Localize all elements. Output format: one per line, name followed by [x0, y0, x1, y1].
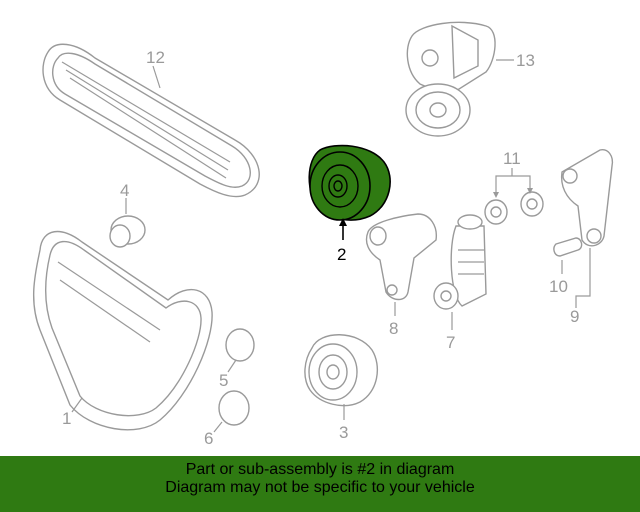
callout-6: 6: [204, 429, 213, 448]
callout-4: 4: [120, 181, 129, 200]
banner-line-2: Diagram may not be specific to your vehi…: [165, 479, 475, 496]
cover-5: [225, 328, 255, 362]
pulley-3: [304, 334, 379, 407]
damper-7: [433, 214, 487, 310]
bracket-8: [365, 213, 437, 301]
belt-12: [42, 43, 260, 198]
callout-10: 10: [549, 277, 568, 296]
callout-1: 1: [62, 409, 71, 428]
belt-1: [32, 230, 213, 431]
cover-6: [218, 390, 250, 426]
banner-line-1: Part or sub-assembly is #2 in diagram: [185, 461, 455, 478]
bushings-11: [484, 191, 544, 225]
callout-12: 12: [146, 48, 165, 67]
callout-2: 2: [337, 245, 346, 264]
pin-10: [553, 237, 583, 257]
callout-3: 3: [339, 423, 348, 442]
tensioner-13: [405, 21, 496, 137]
callout-11: 11: [503, 149, 521, 168]
arm-bracket-9: [560, 149, 614, 247]
idler-pulley-2: [308, 144, 391, 221]
callout-8: 8: [389, 319, 398, 338]
callout-7: 7: [446, 333, 455, 352]
callout-13: 13: [516, 51, 535, 70]
notice-banner: Part or sub-assembly is #2 in diagram Di…: [0, 456, 640, 512]
parts-diagram: 12 1 4 5 6 2 3: [32, 21, 614, 448]
callout-9: 9: [570, 307, 579, 326]
callout-5: 5: [219, 371, 228, 390]
cap-4: [109, 215, 146, 248]
